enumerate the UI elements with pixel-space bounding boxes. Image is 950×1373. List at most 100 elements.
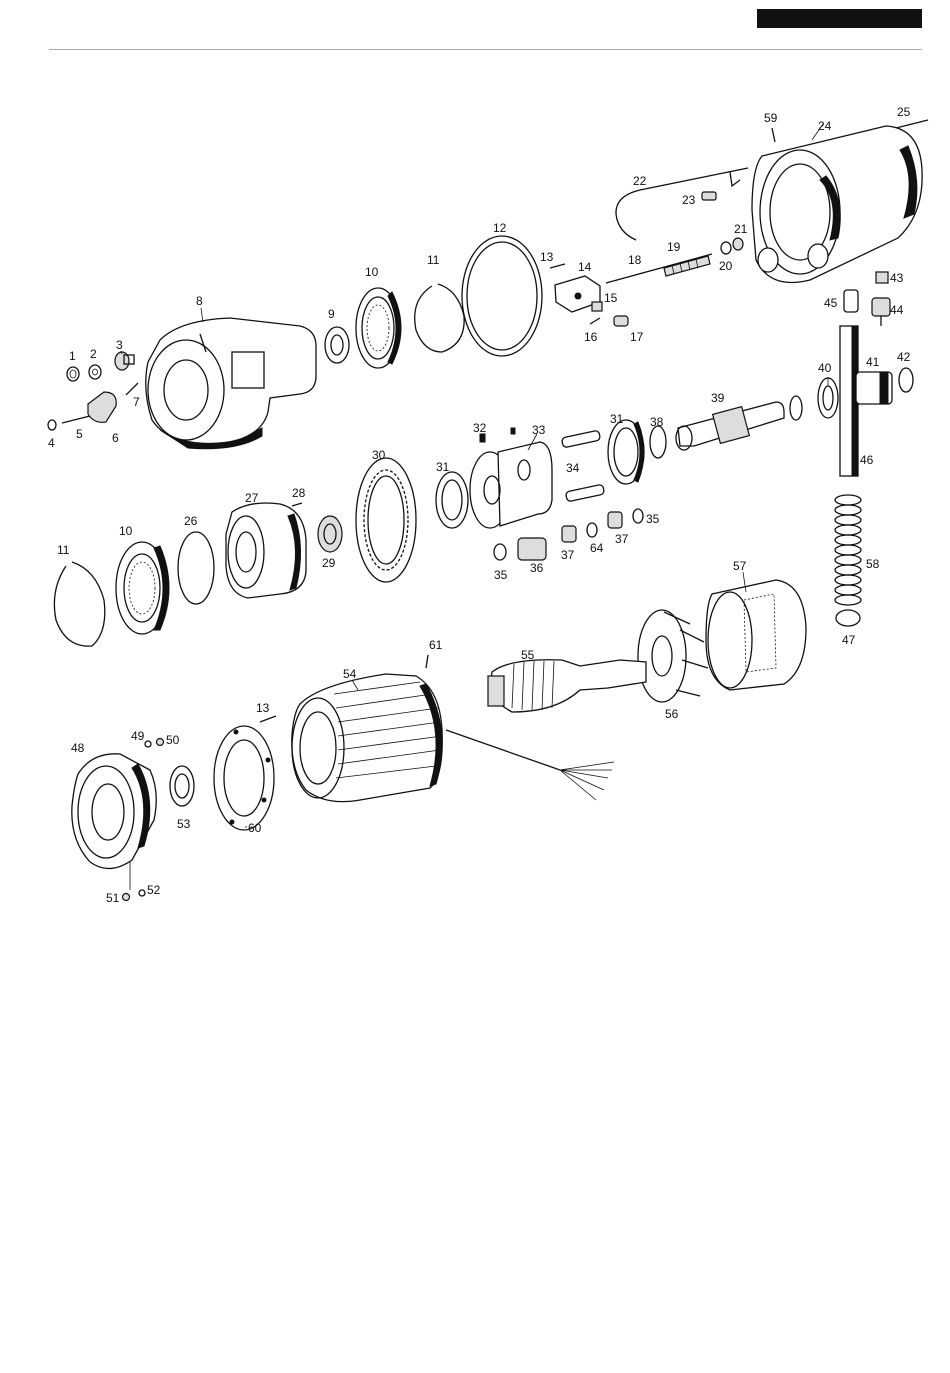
part-34-pin-upper — [561, 430, 600, 448]
label-1: 1 — [69, 349, 76, 363]
part-61-screw — [426, 655, 428, 668]
label-20: 20 — [719, 259, 733, 273]
part-25-pin — [896, 120, 928, 128]
part-3-knob — [115, 352, 134, 370]
part-32-screw — [480, 434, 485, 442]
label-59: 59 — [764, 111, 778, 125]
part-55-armature — [488, 660, 646, 712]
label-37-right: 37 — [615, 532, 629, 546]
label-61: 61 — [429, 638, 443, 652]
label-45: 45 — [824, 296, 838, 310]
label-10-upper: 10 — [365, 265, 379, 279]
part-11-circlip-lower — [54, 562, 104, 646]
label-28: 28 — [292, 486, 306, 500]
label-42: 42 — [897, 350, 911, 364]
part-33-carrier — [470, 442, 552, 528]
part-56-fan — [638, 610, 708, 702]
part-2-washer — [89, 365, 101, 379]
part-18-shaft — [606, 254, 712, 283]
label-30: 30 — [372, 448, 386, 462]
part-48-end-shield — [72, 754, 156, 869]
label-25: 25 — [897, 105, 911, 119]
part-17-screw — [614, 316, 628, 326]
part-41-sleeve — [856, 372, 892, 404]
part-54-cable — [446, 730, 614, 800]
part-64-washer — [587, 523, 597, 537]
part-39-ring — [790, 396, 802, 420]
label-21: 21 — [734, 222, 748, 236]
part-51-nut — [123, 894, 130, 901]
label-22: 22 — [633, 174, 647, 188]
part-21-nut — [733, 238, 743, 250]
part-43-nut — [876, 272, 888, 283]
part-13-screw — [550, 264, 565, 268]
part-47-clip — [836, 610, 860, 626]
part-11-circlip — [415, 284, 464, 352]
part-45-plug — [844, 290, 858, 312]
part-42-ring — [899, 368, 913, 392]
label-52: 52 — [147, 883, 161, 897]
label-44: 44 — [890, 303, 904, 317]
label-43: 43 — [890, 271, 904, 285]
label-11-upper: 11 — [427, 253, 440, 267]
part-26-ring — [178, 532, 214, 604]
label-5: 5 — [76, 427, 83, 441]
label-16: 16 — [584, 330, 598, 344]
part-37-roller-left — [562, 526, 576, 542]
part-59-screw — [772, 128, 775, 142]
label-48: 48 — [71, 741, 85, 755]
label-60: 60 — [248, 821, 262, 835]
label-11-lower: 11 — [57, 543, 70, 557]
part-19-worm — [664, 256, 710, 276]
label-18: 18 — [628, 253, 642, 267]
part-49-washer — [145, 741, 151, 747]
label-47: 47 — [842, 633, 856, 647]
part-44-fitting — [872, 298, 890, 326]
part-35-washer-left — [494, 544, 506, 560]
part-37-roller-right — [608, 512, 622, 528]
label-14: 14 — [578, 260, 592, 274]
label-64: 64 — [590, 541, 604, 555]
label-12: 12 — [493, 221, 507, 235]
label-4: 4 — [48, 436, 55, 450]
part-60-gasket — [214, 726, 274, 830]
part-10-bearing-lower — [116, 542, 169, 634]
label-41: 41 — [866, 355, 880, 369]
label-2: 2 — [90, 347, 97, 361]
part-39-spindle — [676, 402, 784, 450]
label-49: 49 — [131, 729, 145, 743]
label-32: 32 — [473, 421, 487, 435]
label-57: 57 — [733, 559, 747, 573]
label-31-lower: 31 — [436, 460, 450, 474]
part-27-flange — [226, 503, 306, 598]
part-58-spring — [835, 495, 861, 605]
label-54: 54 — [343, 667, 357, 681]
part-13-screw-lower — [260, 716, 276, 722]
part-23-screw — [702, 192, 716, 200]
label-13-lower: 13 — [256, 701, 270, 715]
part-12-ring — [462, 236, 542, 356]
part-28-screw — [292, 503, 302, 506]
label-29: 29 — [322, 556, 336, 570]
label-6: 6 — [112, 431, 119, 445]
label-39: 39 — [711, 391, 725, 405]
label-38: 38 — [650, 415, 664, 429]
part-7-pin — [126, 383, 138, 395]
label-37-left: 37 — [561, 548, 575, 562]
part-52-washer — [139, 890, 145, 896]
part-5-pin — [62, 416, 90, 423]
part-4-clip — [48, 420, 56, 430]
part-57-fan-cover — [706, 580, 806, 690]
part-34-pin-lower — [565, 484, 604, 502]
label-27: 27 — [245, 491, 259, 505]
label-35-left: 35 — [494, 568, 508, 582]
part-24-motor-cover — [752, 126, 922, 283]
label-53: 53 — [177, 817, 191, 831]
part-9-washer — [325, 327, 349, 363]
part-6-cam — [88, 392, 116, 422]
label-9: 9 — [328, 307, 335, 321]
label-26: 26 — [184, 514, 198, 528]
label-15: 15 — [604, 291, 618, 305]
part-35-washer-right — [633, 509, 643, 523]
part-36-needle-bearing — [518, 538, 546, 560]
